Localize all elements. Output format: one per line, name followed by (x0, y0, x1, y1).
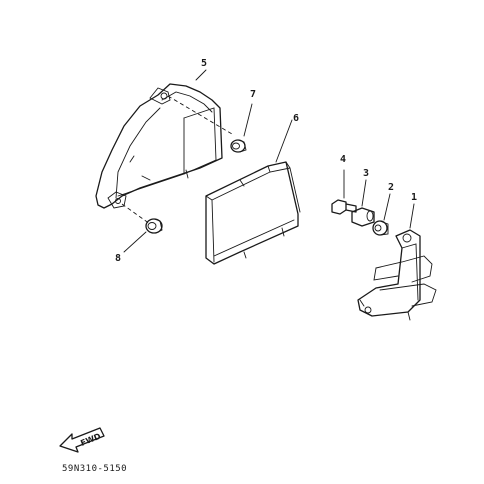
callout-6: 6 (293, 113, 299, 124)
part-2-grommet (372, 193, 391, 236)
figure-code: 59N310-5150 (62, 464, 127, 474)
callout-2: 2 (388, 182, 394, 193)
part-4-bolt (331, 169, 357, 215)
callout-8: 8 (115, 253, 121, 264)
part-7-grommet (230, 103, 253, 153)
fwd-arrow-icon: FWD (59, 427, 105, 453)
callout-4: 4 (340, 154, 346, 165)
part-1-bracket (357, 203, 437, 321)
callout-7: 7 (250, 89, 256, 100)
part-3-collar (351, 179, 375, 227)
part-8-grommet (123, 218, 163, 253)
fwd-label: FWD (79, 431, 102, 447)
callout-1: 1 (411, 192, 417, 203)
callout-3: 3 (363, 168, 369, 179)
part-5-cover (95, 83, 233, 225)
part-6-plate (205, 119, 301, 265)
callout-5: 5 (201, 58, 207, 69)
